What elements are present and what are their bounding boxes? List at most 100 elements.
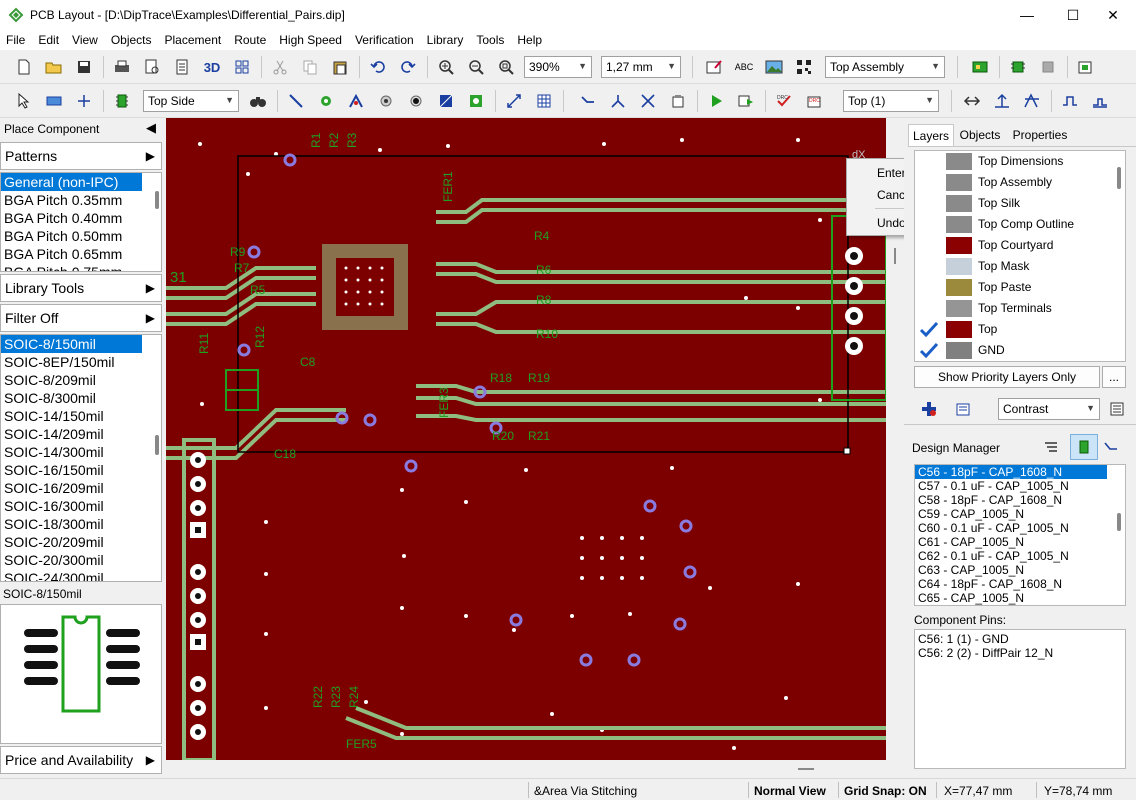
layer-checkbox[interactable] [919,258,939,274]
layer-color-swatch[interactable] [946,174,972,191]
layer-color-swatch[interactable] [946,300,972,317]
list-item[interactable]: C63 - CAP_1005_N [918,563,1025,577]
list-item[interactable]: SOIC-8/209mil [4,372,96,388]
copy-icon[interactable] [299,56,321,78]
pcb-board-drawing[interactable]: R4 R6 R8 R10 R5 R7 R9 R18 R19 R20 R21 C8… [166,118,886,760]
menu-verification[interactable]: Verification [354,33,414,47]
filter-button[interactable]: Filter Off▶ [0,304,162,332]
menu-tools[interactable]: Tools [476,33,505,47]
list-item[interactable]: BGA Pitch 0.75mm [4,264,123,272]
drc-settings-icon[interactable]: DRC [803,90,825,112]
list-item[interactable]: SOIC-16/300mil [4,498,104,514]
library-tools-button[interactable]: Library Tools▶ [0,274,162,302]
contrast-select[interactable]: Contrast▼ [998,398,1100,420]
status-view-mode[interactable]: Normal View [754,784,826,798]
print-icon[interactable] [111,56,133,78]
properties-icon[interactable] [703,56,725,78]
drc-icon[interactable]: DRC [773,90,795,112]
zoom-out-icon[interactable] [465,56,487,78]
list-item[interactable]: C61 - CAP_1005_N [918,535,1025,549]
list-item[interactable]: SOIC-14/150mil [4,408,104,424]
route-arc-icon[interactable] [345,90,367,112]
layer-color-swatch[interactable] [946,153,972,170]
scroll-thumb[interactable] [894,248,896,264]
save-icon[interactable] [73,56,95,78]
checkmark-icon[interactable] [919,321,939,338]
layer-checkbox[interactable] [919,195,939,211]
minimize-button[interactable]: — [1020,7,1034,23]
active-layer-select[interactable]: Top (1)▼ [843,90,939,112]
layer-color-swatch[interactable] [946,195,972,212]
layer-color-swatch[interactable] [946,237,972,254]
list-item[interactable]: C57 - 0.1 uF - CAP_1005_N [918,479,1069,493]
route-fanout-icon[interactable] [607,90,629,112]
report-icon[interactable] [171,56,193,78]
show-priority-layers-button[interactable]: Show Priority Layers Only [914,366,1100,388]
trombone-icon[interactable] [1089,90,1111,112]
board-side-select[interactable]: Top Side▼ [143,90,239,112]
close-button[interactable]: ✕ [1107,6,1119,23]
add-layer-icon[interactable] [918,398,940,420]
layer-row[interactable]: Top Dimensions [915,151,1115,172]
pour-manager-icon[interactable] [465,90,487,112]
tab-layers[interactable]: Layers [908,124,954,146]
undo-icon[interactable] [367,56,389,78]
run-autorouter-icon[interactable] [705,90,727,112]
spell-check-icon[interactable]: ABC [734,62,754,72]
menu-library[interactable]: Library [426,33,464,47]
list-item[interactable]: C65 - CAP_1005_N [918,591,1025,605]
route-trace-icon[interactable] [285,90,307,112]
route-setup-icon[interactable] [667,90,689,112]
layer-setup-icon[interactable] [952,398,974,420]
scrollbar[interactable] [1117,513,1121,531]
list-item[interactable]: SOIC-20/209mil [4,534,104,550]
list-item[interactable]: C60 - 0.1 uF - CAP_1005_N [918,521,1069,535]
list-item[interactable]: SOIC-14/209mil [4,426,104,442]
list-item[interactable]: C62 - 0.1 uF - CAP_1005_N [918,549,1069,563]
list-item[interactable]: C59 - CAP_1005_N [918,507,1025,521]
list-view-icon[interactable] [1040,436,1062,458]
pointer-icon[interactable] [13,90,35,112]
list-item[interactable]: SOIC-18/300mil [4,516,104,532]
layer-checkbox[interactable] [919,300,939,316]
list-item[interactable]: BGA Pitch 0.50mm [4,228,123,244]
canvas-vertical-scrollbar[interactable] [886,118,904,760]
nets-filter-icon[interactable] [1100,436,1122,458]
layer-row[interactable]: Top Silk [915,193,1115,214]
layer-row[interactable]: Top Courtyard [915,235,1115,256]
qr-code-icon[interactable] [793,56,815,78]
context-menu-enter[interactable]: Enter [877,166,906,180]
grid-size-select[interactable]: 1,27 mm▼ [601,56,681,78]
paste-icon[interactable] [329,56,351,78]
scroll-thumb[interactable] [798,768,814,770]
open-folder-icon[interactable] [43,56,65,78]
list-item[interactable]: SOIC-8/150mil [1,335,142,353]
list-item[interactable]: BGA Pitch 0.65mm [4,246,123,262]
view-3d-button[interactable]: 3D [203,59,221,75]
scrollbar[interactable] [1117,167,1121,189]
layer-row[interactable]: Top Mask [915,256,1115,277]
list-item[interactable]: C56: 2 (2) - DiffPair 12_N [918,646,1054,660]
board-icon[interactable] [969,56,991,78]
meander-icon[interactable] [1059,90,1081,112]
layer-color-swatch[interactable] [946,216,972,233]
zoom-in-icon[interactable] [435,56,457,78]
list-item[interactable]: SOIC-8EP/150mil [4,354,115,370]
length-tune-icon[interactable] [991,90,1013,112]
list-item[interactable]: BGA Pitch 0.35mm [4,192,123,208]
layer-checkbox[interactable] [919,237,939,253]
place-pad-icon[interactable] [315,90,337,112]
find-binoculars-icon[interactable] [247,90,269,112]
menu-view[interactable]: View [72,33,98,47]
unroute-icon[interactable] [637,90,659,112]
list-item[interactable]: SOIC-16/209mil [4,480,104,496]
pattern-list[interactable]: SOIC-8/150mil SOIC-8EP/150mil SOIC-8/209… [0,334,162,582]
layer-color-swatch[interactable] [946,279,972,296]
layer-color-swatch[interactable] [946,321,972,338]
zoom-fit-icon[interactable] [495,56,517,78]
crosshair-icon[interactable] [73,90,95,112]
menu-objects[interactable]: Objects [110,33,152,47]
menu-placement[interactable]: Placement [164,33,222,47]
tab-properties[interactable]: Properties [1012,128,1068,142]
